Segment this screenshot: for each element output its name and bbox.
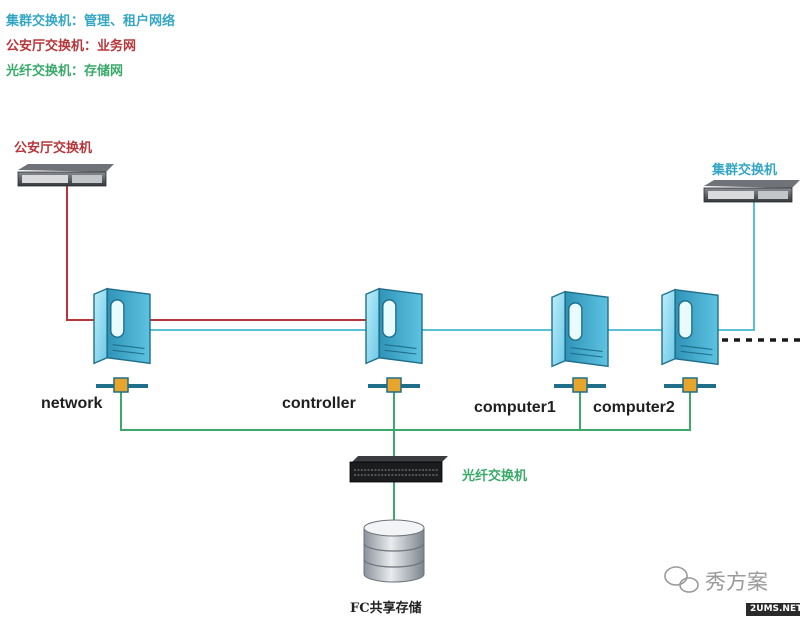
watermark-site-box xyxy=(746,603,800,616)
watermark-site: 2UMS.NET xyxy=(750,604,803,614)
business-link xyxy=(66,185,393,321)
fiber-switch-icon xyxy=(349,456,448,483)
node-label-controller: controller xyxy=(282,395,356,412)
server-computer1-icon xyxy=(551,290,609,393)
management-link xyxy=(121,200,755,331)
node-label-computer2: computer2 xyxy=(593,399,675,416)
server-controller-icon xyxy=(365,287,423,393)
server-computer2-icon xyxy=(661,288,719,393)
legend-management: 集群交换机：管理、租户网络 xyxy=(6,14,176,29)
police-switch-label: 公安厅交换机 xyxy=(14,141,93,156)
cluster-switch-icon xyxy=(703,179,801,203)
shared-storage-icon xyxy=(363,519,425,583)
node-label-network: network xyxy=(41,395,103,412)
fiber-switch-label: 光纤交换机 xyxy=(462,469,528,484)
node-label-computer1: computer1 xyxy=(474,399,556,416)
police-switch-icon xyxy=(17,163,115,187)
storage-bus-link xyxy=(120,392,691,431)
server-network-icon xyxy=(93,287,151,393)
wechat-icon xyxy=(664,566,699,593)
legend-business: 公安厅交换机：业务网 xyxy=(6,39,137,54)
watermark-brand: 秀方案 xyxy=(705,570,768,594)
storage-label: FC共享存储 xyxy=(350,601,422,616)
legend-storage: 光纤交换机：存储网 xyxy=(6,64,124,79)
cluster-switch-label: 集群交换机 xyxy=(712,163,778,178)
